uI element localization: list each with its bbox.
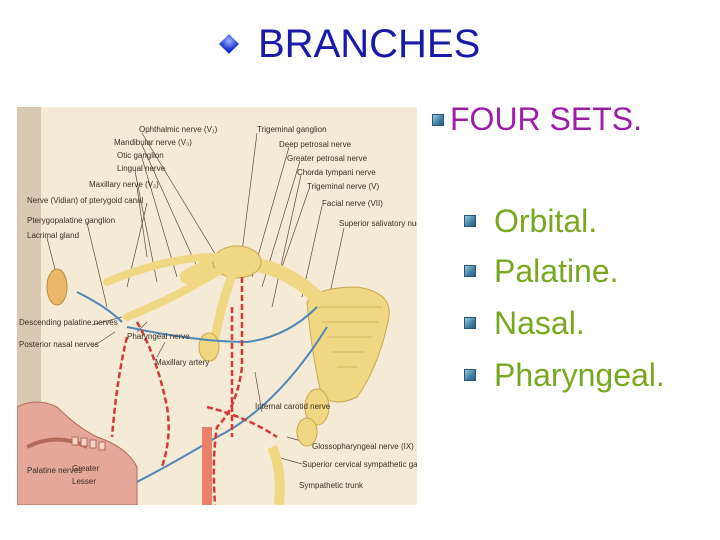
list-item-pharyngeal: Pharyngeal. (494, 357, 665, 393)
label-lesser: Lesser (72, 477, 96, 486)
label-vidian-nerve: Nerve (Vidian) of pterygoid canal (27, 196, 144, 205)
label-deep-petrosal-nerve: Deep petrosal nerve (279, 140, 352, 149)
label-superior-cervical-ganglion: Superior cervical sympathetic ganglion (302, 460, 417, 469)
list-bullet-icon (464, 369, 476, 381)
brainstem-folds (317, 306, 382, 368)
ganglion-inferior (296, 417, 318, 447)
label-internal-carotid-nerve: Internal carotid nerve (255, 402, 331, 411)
list-item-nasal: Nasal. (494, 305, 585, 341)
label-maxillary-nerve: Maxillary nerve (V₂) (89, 180, 159, 189)
list-bullet-icon (464, 317, 476, 329)
slide-subtitle: FOUR SETS. (450, 101, 643, 137)
list-item-palatine: Palatine. (494, 253, 619, 289)
label-greater-petrosal-nerve: Greater petrosal nerve (287, 154, 368, 163)
nerve-diagram: Ophthalmic nerve (V₁) Mandibular nerve (… (17, 107, 417, 505)
title-bullet-icon (219, 34, 239, 54)
ophthalmic-nerve (103, 253, 221, 286)
ganglion-glossopharyngeal (304, 388, 330, 426)
label-ophthalmic-nerve: Ophthalmic nerve (V₁) (139, 125, 218, 134)
brainstem (306, 286, 390, 403)
subtitle-bullet-icon (432, 114, 444, 126)
list-item-orbital: Orbital. (494, 203, 598, 239)
anatomy-illustration: Ophthalmic nerve (V₁) Mandibular nerve (… (17, 107, 417, 505)
maxillary-nerve (123, 265, 226, 321)
label-pharyngeal-nerve: Pharyngeal nerve (127, 332, 190, 341)
label-sympathetic-trunk: Sympathetic trunk (299, 481, 364, 490)
label-trigeminal-ganglion: Trigeminal ganglion (257, 125, 327, 134)
label-trigeminal-nerve: Trigeminal nerve (V) (307, 182, 380, 191)
teeth (71, 436, 106, 451)
sympathetic-trunk (267, 444, 285, 505)
list-bullet-icon (464, 265, 476, 277)
label-palatine-nerves: Palatine nerves (27, 466, 82, 475)
label-mandibular-nerve: Mandibular nerve (V₃) (114, 138, 192, 147)
label-pterygopalatine-ganglion: Pterygopalatine ganglion (27, 216, 115, 225)
label-lacrimal-gland: Lacrimal gland (27, 231, 79, 240)
blue-nerves (76, 291, 328, 488)
red-arteries (110, 277, 278, 505)
list-bullet-icon (464, 215, 476, 227)
label-superior-salivatory: Superior salivatory nucleus (339, 219, 417, 228)
label-maxillary-artery: Maxillary artery (155, 358, 209, 367)
label-glossopharyngeal-nerve: Glossopharyngeal nerve (IX) (312, 442, 414, 451)
label-facial-nerve: Facial nerve (VII) (322, 199, 383, 208)
slide-title: BRANCHES (258, 22, 481, 66)
palate-region (17, 401, 138, 505)
label-lingual-nerve: Lingual nerve (117, 164, 166, 173)
label-descending-palatine-nerves: Descending palatine nerves (19, 318, 118, 327)
label-posterior-nasal-nerves: Posterior nasal nerves (19, 340, 99, 349)
label-chorda-tympani-nerve: Chorda tympani nerve (297, 168, 376, 177)
label-otic-ganglion: Otic ganglion (117, 151, 164, 160)
diagram-labels: Ophthalmic nerve (V₁) Mandibular nerve (… (19, 125, 417, 490)
lacrimal-gland (46, 268, 68, 306)
otic-ganglion (198, 332, 220, 362)
label-greater: Greater (72, 464, 99, 473)
